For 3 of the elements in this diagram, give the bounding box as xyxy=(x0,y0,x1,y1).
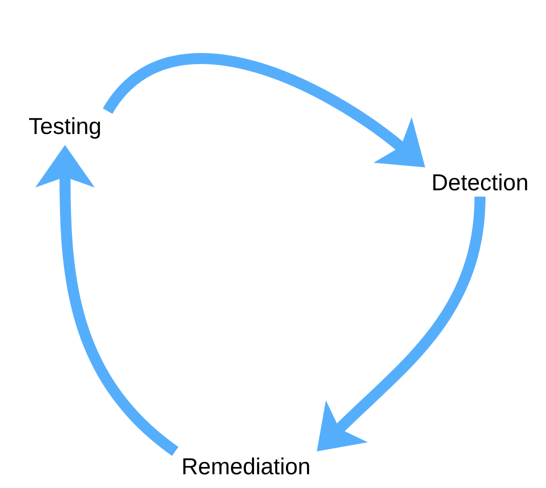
node-label: Remediation xyxy=(183,458,310,474)
node-label: Testing xyxy=(29,117,100,139)
node-label: Detection xyxy=(433,174,528,190)
